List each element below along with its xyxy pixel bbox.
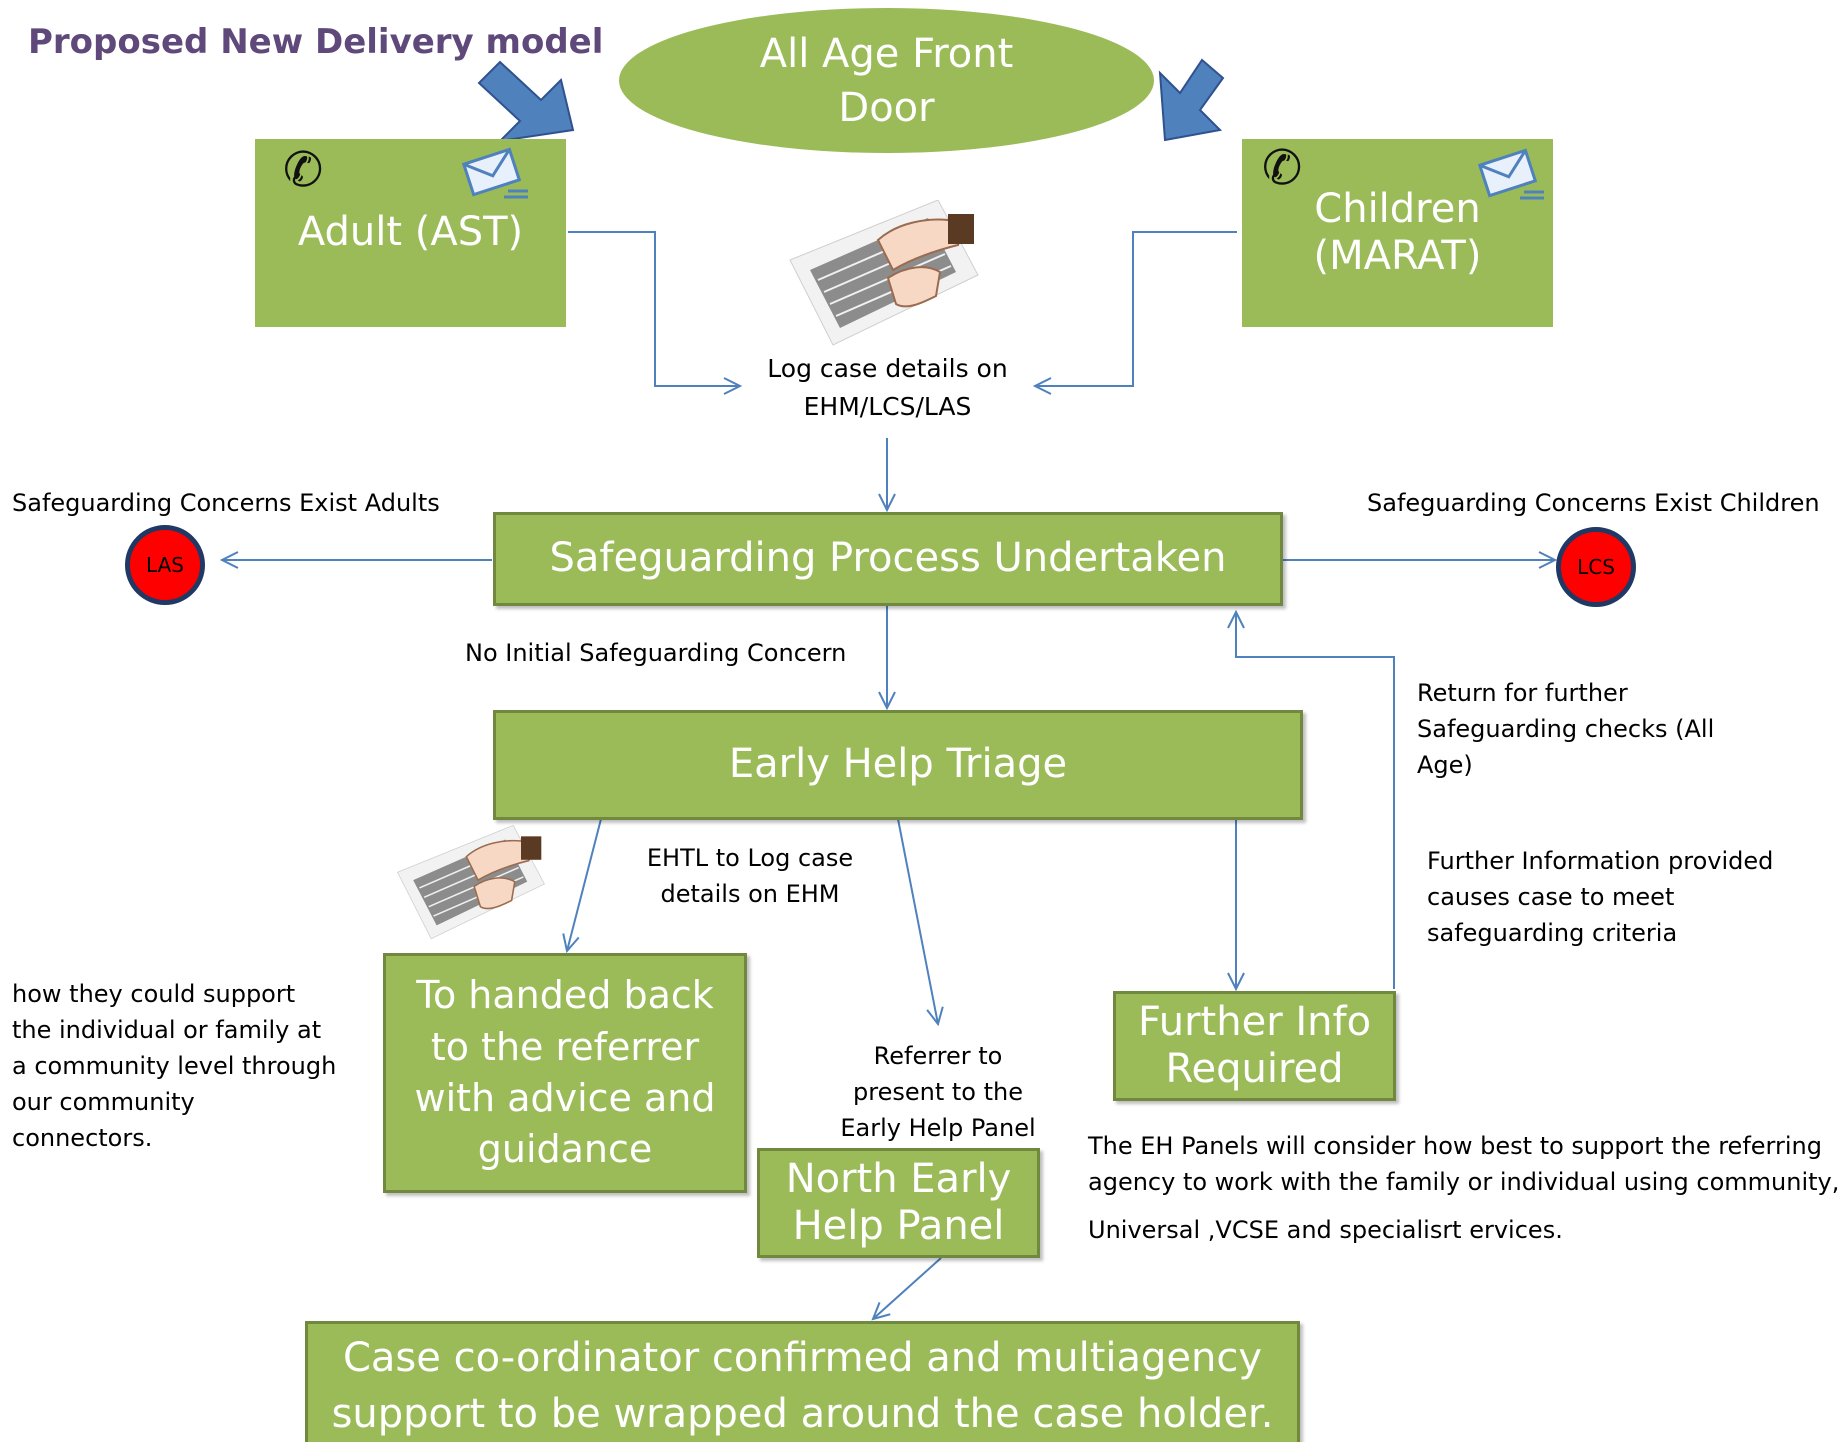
- page-title: Proposed New Delivery model: [28, 22, 604, 62]
- handed-back-node: To handed back to the referrer with advi…: [383, 953, 747, 1193]
- north-panel-label: North Early Help Panel: [785, 1155, 1012, 1249]
- label-concerns-adults: Safeguarding Concerns Exist Adults: [12, 489, 440, 517]
- case-coordinator-label: Case co-ordinator confirmed and multiage…: [331, 1335, 1274, 1437]
- log-case-node: Log case details on EHM/LCS/LAS: [767, 354, 1008, 421]
- las-label: LAS: [146, 553, 184, 577]
- keyboard-typing-icon: [397, 824, 545, 940]
- phone-icon: ✆: [1262, 142, 1303, 195]
- block-arrow-right-icon: [1158, 58, 1225, 142]
- lcs-circle: LCS: [1556, 527, 1636, 607]
- connector-panel-to-coordinator: [873, 1257, 942, 1319]
- label-eh-panels-line2: Universal ,VCSE and specialisrt ervices.: [1088, 1216, 1563, 1244]
- label-referrer-present: Referrer to present to the Early Help Pa…: [840, 1042, 1036, 1142]
- las-circle: LAS: [125, 525, 205, 605]
- handed-back-label: To handed back to the referrer with advi…: [414, 973, 716, 1172]
- phone-icon: ✆: [283, 144, 324, 197]
- label-return-checks: Return for further Safeguarding checks (…: [1417, 679, 1715, 779]
- further-info-node: Further Info Required: [1113, 991, 1396, 1101]
- early-help-triage-label: Early Help Triage: [728, 741, 1068, 788]
- label-further-info-provided: Further Information provided causes case…: [1427, 847, 1774, 947]
- connector-triage-to-handback: [567, 818, 602, 951]
- envelope-icon: [1477, 148, 1544, 200]
- block-arrow-left-icon: [477, 60, 575, 143]
- front-door-node: All Age Front Door: [619, 8, 1154, 153]
- adult-label: Adult (AST): [297, 209, 524, 256]
- connector-triage-to-panel: [897, 818, 938, 1024]
- connector-children-to-log: [1035, 231, 1237, 386]
- connector-further-info-return: [1236, 612, 1395, 989]
- children-node: Children (MARAT): [1242, 139, 1553, 327]
- label-concerns-children: Safeguarding Concerns Exist Children: [1367, 489, 1820, 517]
- label-eh-panels-line1: The EH Panels will consider how best to …: [1088, 1132, 1840, 1196]
- further-info-label: Further Info Required: [1137, 998, 1372, 1092]
- label-no-initial-concern: No Initial Safeguarding Concern: [465, 639, 847, 667]
- label-community-support: how they could support the individual or…: [12, 980, 337, 1152]
- lcs-label: LCS: [1577, 555, 1615, 579]
- safeguarding-process-node: Safeguarding Process Undertaken: [493, 512, 1283, 606]
- label-ehtl-log: EHTL to Log case details on EHM: [646, 844, 854, 908]
- north-panel-node: North Early Help Panel: [757, 1148, 1040, 1258]
- children-label: Children (MARAT): [1313, 185, 1482, 279]
- early-help-triage-node: Early Help Triage: [493, 710, 1303, 820]
- keyboard-typing-icon: [789, 200, 979, 346]
- connector-adult-to-log: [568, 231, 740, 386]
- case-coordinator-node: Case co-ordinator confirmed and multiage…: [305, 1321, 1300, 1442]
- safeguarding-process-label: Safeguarding Process Undertaken: [549, 535, 1227, 582]
- envelope-icon: [461, 147, 528, 199]
- front-door-label: All Age Front Door: [759, 30, 1014, 131]
